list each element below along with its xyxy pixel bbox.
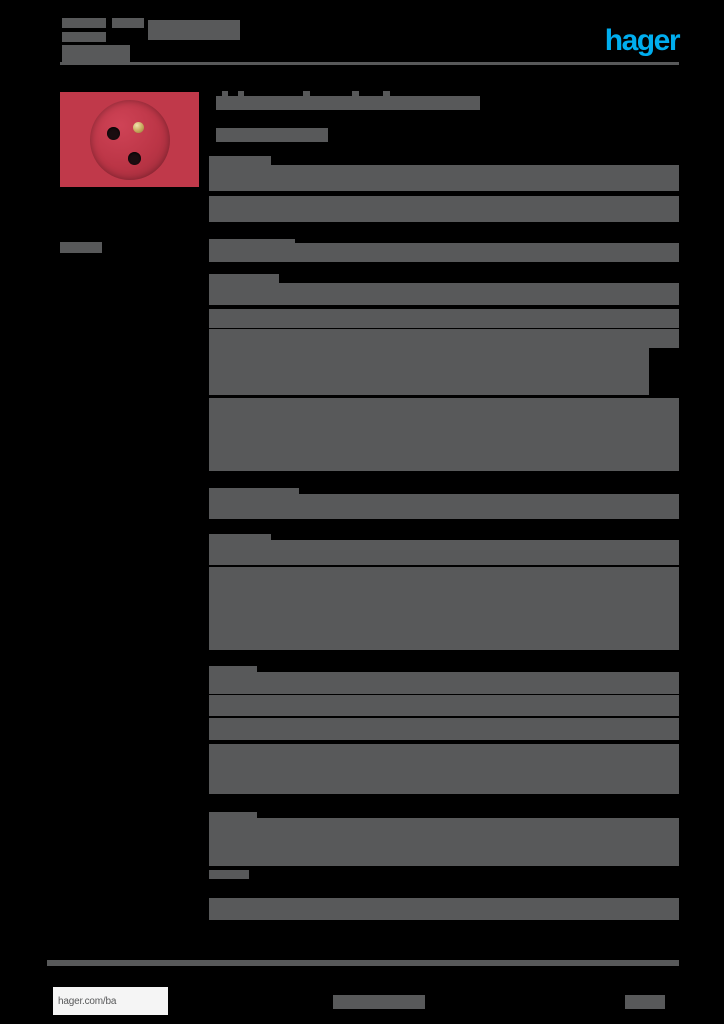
redacted-header-line-0 [62, 18, 106, 28]
redacted-header-line-1 [112, 18, 144, 28]
redacted-body-line-19 [209, 672, 679, 694]
redacted-body-line-10 [209, 398, 679, 420]
redacted-body-line-16 [209, 567, 679, 585]
redacted-body-line-5 [209, 274, 279, 283]
redacted-title-line-4 [383, 91, 390, 96]
redacted-body-line-14 [209, 534, 271, 543]
redacted-body-line-15 [209, 540, 679, 565]
footer-divider [47, 960, 679, 966]
redacted-header-line-4 [62, 45, 130, 62]
redacted-footer-line-0 [333, 995, 425, 1009]
redacted-body-line-21 [209, 718, 679, 740]
redacted-header-line-2 [148, 20, 240, 40]
redacted-header-line-3 [62, 32, 106, 42]
redacted-body-line-23 [209, 812, 257, 821]
socket-recess-icon [89, 99, 170, 180]
page-header: hager [0, 0, 724, 78]
redacted-title-line-0 [222, 91, 228, 96]
redacted-sidebar-line-0 [60, 242, 102, 253]
redacted-footer-line-1 [625, 995, 665, 1009]
header-divider [60, 62, 679, 65]
redacted-body-line-17 [209, 582, 679, 650]
socket-hole-left-icon [106, 126, 120, 140]
redacted-body-line-20 [209, 695, 679, 716]
redacted-body-line-24 [209, 818, 679, 840]
socket-hole-right-icon [127, 151, 141, 165]
redacted-body-line-25 [209, 840, 679, 866]
redacted-title-line-2 [303, 91, 310, 96]
hager-logo: hager [604, 24, 681, 57]
redacted-body-line-22 [209, 744, 679, 794]
socket-earth-pin-icon [132, 121, 144, 133]
footer-url[interactable]: hager.com/ba [53, 987, 168, 1015]
redacted-body-line-1 [209, 165, 679, 191]
redacted-title-line-1 [238, 91, 244, 96]
redacted-title-line-6 [216, 128, 328, 142]
product-photo [60, 92, 199, 187]
redacted-body-line-11 [209, 419, 679, 471]
redacted-body-line-9 [209, 333, 649, 395]
redacted-body-line-4 [209, 243, 679, 262]
redacted-title-line-5 [216, 96, 480, 110]
redacted-body-line-27 [209, 898, 679, 920]
redacted-body-line-2 [209, 196, 679, 222]
redacted-body-line-6 [209, 283, 679, 305]
redacted-body-line-26 [209, 870, 249, 879]
redacted-title-line-3 [352, 91, 359, 96]
redacted-body-line-13 [209, 494, 679, 519]
redacted-body-line-18 [209, 666, 257, 675]
redacted-body-line-7 [209, 309, 679, 328]
footer-url-label: hager.com/ba [58, 995, 117, 1007]
page-footer [0, 960, 724, 1024]
redacted-body-line-12 [209, 488, 299, 497]
redacted-body-line-0 [209, 156, 271, 165]
